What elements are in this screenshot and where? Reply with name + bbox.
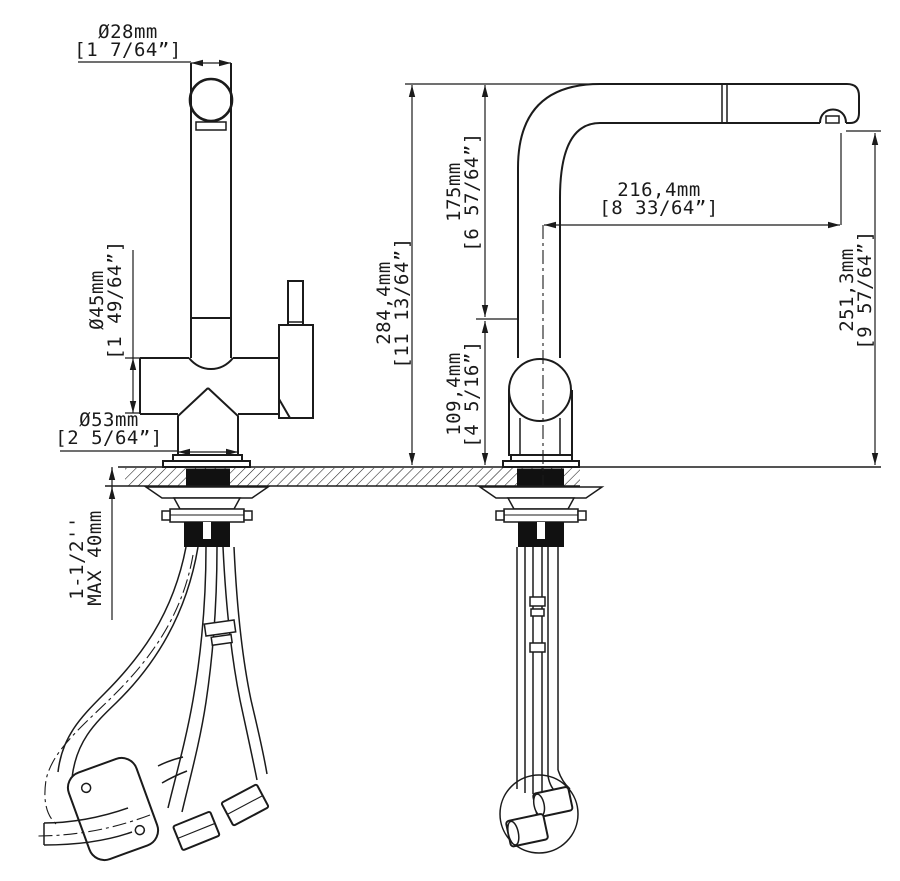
dim-value-inch: [8 33/64”]: [599, 197, 719, 219]
spray-hose-centerline: [45, 555, 193, 824]
dim-value-mm: Ø28mm: [98, 21, 158, 43]
hose-fitting-1: [173, 811, 220, 850]
side-nut-tab-right: [578, 511, 586, 520]
supply-hose1-inner: [182, 547, 217, 812]
side-view-undermount: [480, 487, 602, 853]
spray-hose-outer: [58, 547, 186, 772]
side-neck: [518, 319, 560, 358]
side-hose3: [548, 547, 558, 776]
side-flange-lower: [503, 461, 579, 467]
front-base-cone: [178, 388, 238, 455]
side-body-column: [509, 390, 572, 456]
label-body-diameter: Ø45mm [1 49/64”]: [86, 240, 126, 360]
label-spray-head-diameter: Ø28mm [1 7/64”]: [74, 21, 182, 61]
spray-hose-end-centerline: [36, 815, 150, 836]
label-spout-to-counter: 251,3mm [9 57/64”]: [836, 230, 876, 350]
dimension-lines: [60, 59, 881, 620]
label-spout-rise: 175mm [6 57/64”]: [443, 132, 483, 252]
supply-hose1-outer: [168, 547, 206, 808]
spray-hose-end-inner: [44, 832, 132, 845]
weight-hole-bottom: [134, 824, 146, 836]
front-handle-base: [279, 325, 313, 418]
label-total-height: 284,4mm [11 13/64”]: [373, 237, 413, 369]
side-spout-inner: [560, 123, 820, 319]
dim-value-inch: [11 13/64”]: [391, 237, 413, 369]
dim-value-inch: [4 5/16”]: [461, 340, 483, 448]
side-head-joint: [722, 85, 727, 122]
label-counter-thickness: 1-1/2'' MAX 40mm: [66, 510, 106, 606]
side-body-inner-lines: [520, 418, 560, 455]
front-view-faucet: [140, 63, 313, 467]
countertop-section: [105, 467, 881, 486]
hose-weight: [63, 753, 162, 864]
front-washer: [146, 487, 268, 498]
side-hose-connector-3: [530, 643, 545, 652]
label-base-diameter: Ø53mm [2 5/64”]: [55, 409, 163, 449]
dim-value-inch: [2 5/64”]: [55, 427, 163, 449]
dim-value-mm: 216,4mm: [617, 179, 701, 201]
dim-value-inch: [9 57/64”]: [854, 230, 876, 350]
front-body-top: [140, 358, 279, 369]
weight-hole-top: [80, 782, 92, 794]
front-nut-tab-left: [162, 511, 170, 520]
dim-value-inch: [6 57/64”]: [461, 132, 483, 252]
side-aerator-dome: [820, 110, 846, 124]
side-hose-end-1: [532, 787, 573, 818]
side-spout-outer: [518, 84, 859, 319]
label-body-height: 109,4mm [4 5/16”]: [443, 340, 483, 448]
front-washer-taper: [174, 498, 240, 509]
supply-hose2-outer: [223, 547, 257, 780]
front-nut-tab-right: [244, 511, 252, 520]
side-aerator-button: [826, 116, 839, 123]
dim-value-inch: [1 7/64”]: [74, 39, 182, 61]
front-handle-detail: [279, 399, 290, 418]
label-spout-reach: 216,4mm [8 33/64”]: [599, 179, 719, 219]
weight-hose-stub: [158, 757, 187, 783]
front-flange-lower: [163, 461, 250, 467]
side-hose2: [533, 547, 542, 795]
front-view-undermount: [36, 487, 269, 865]
spray-hose-inner: [72, 547, 198, 778]
side-nut-tab-left: [496, 511, 504, 520]
side-hose-connector-2: [531, 609, 544, 616]
spray-hose-end-outer: [44, 808, 128, 823]
front-spray-head: [190, 79, 232, 121]
side-hose1: [517, 547, 525, 793]
side-hose-connector-1: [530, 597, 545, 606]
front-handle-lever: [288, 281, 303, 325]
side-shank-cutout: [517, 468, 564, 486]
side-view-faucet: [503, 84, 859, 540]
hose-loop: [500, 775, 578, 853]
front-aerator: [196, 122, 226, 130]
hose-clip: [204, 620, 237, 646]
side-body-sphere: [509, 359, 571, 421]
side-washer-taper: [508, 498, 574, 509]
hose-fitting-2: [221, 784, 269, 826]
dim-value-line2: MAX 40mm: [84, 510, 106, 606]
supply-hose2-inner: [234, 547, 267, 774]
side-washer: [480, 487, 602, 498]
dim-value-inch: [1 49/64”]: [104, 240, 126, 360]
dim-value-mm: Ø53mm: [79, 409, 139, 431]
front-shank-cutout: [186, 468, 230, 486]
side-hose-end-2: [506, 814, 549, 847]
